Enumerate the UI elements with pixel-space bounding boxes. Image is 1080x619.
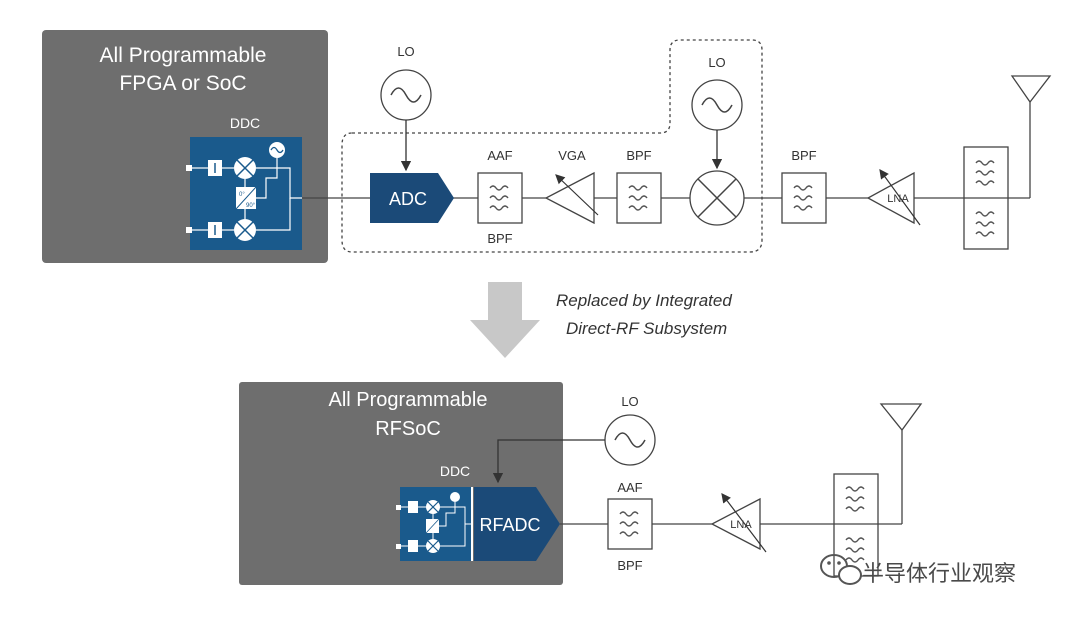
aaf-bpf-label: BPF [487,231,512,246]
down-arrow-icon [470,282,540,358]
svg-text:90°: 90° [246,203,256,209]
rfsoc-title-line2: RFSoC [375,418,441,440]
fpga-title-line1: All Programmable [100,44,267,67]
transition-line1: Replaced by Integrated [556,291,732,310]
bottom-diagram: All Programmable RFSoC DDC [239,382,923,585]
ddc-label-bottom: DDC [440,463,470,479]
transition: Replaced by Integrated Direct-RF Subsyst… [470,282,732,358]
adc-block [370,173,454,223]
lo-bottom-label: LO [621,394,638,409]
rfadc-block [474,487,560,561]
lna-bottom-label: LNA [730,519,752,531]
bpf-mid-filter [616,172,662,224]
bpf-right-filter [781,172,827,224]
svg-text:0°: 0° [239,192,245,198]
adc-label: ADC [389,189,427,209]
bpf-right-label: BPF [791,148,816,163]
ddc-block-bottom [396,487,472,561]
ddc-label: DDC [230,115,260,131]
lo-left-label: LO [397,44,414,59]
vga-label: VGA [558,148,586,163]
bpf-bottom-label: BPF [617,558,642,573]
aaf-filter [477,172,523,224]
antenna-bottom-icon [879,403,923,432]
aaf-bottom-filter [607,498,653,550]
bpf-mid-label: BPF [626,148,651,163]
fpga-title-line2: FPGA or SoC [119,72,246,95]
rf-subsystem-outline [341,39,763,253]
antenna-icon [1010,75,1052,104]
lo-right-label: LO [708,55,725,70]
vga-amplifier [544,171,595,225]
aaf-label: AAF [487,148,512,163]
rfsoc-title-line1: All Programmable [329,389,488,411]
rfadc-label: RFADC [479,515,540,535]
wechat-icon [820,554,862,585]
ddc-block: 0° 90° [186,137,302,250]
top-diagram: All Programmable FPGA or SoC DDC [42,30,1052,263]
watermark-text: 半导体行业观察 [862,562,1017,587]
aaf-bottom-label: AAF [617,480,642,495]
transition-line2: Direct-RF Subsystem [566,319,727,338]
